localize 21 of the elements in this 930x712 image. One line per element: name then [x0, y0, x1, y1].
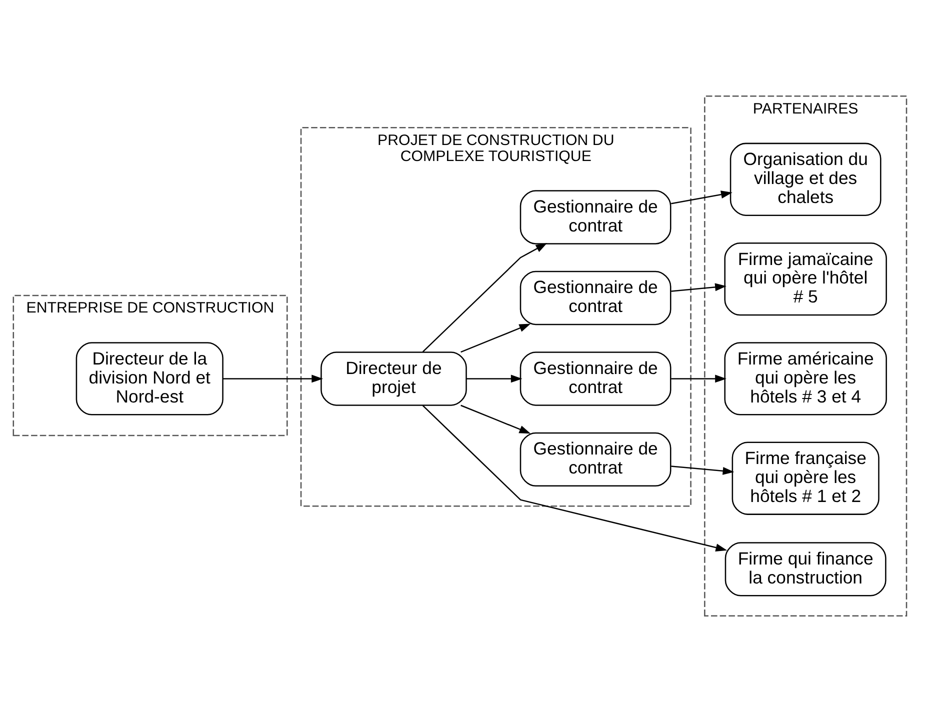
node-box: Gestionnaire de contrat [520, 432, 672, 487]
arrow [422, 243, 548, 352]
arrow [671, 374, 726, 383]
node-box: Firme française qui opère les hôtels # 1 et 2 [732, 442, 880, 515]
node-box: Gestionnaire de contrat [520, 352, 672, 406]
arrow [422, 405, 728, 552]
arrow [460, 324, 531, 353]
arrow [460, 404, 531, 434]
arrow [671, 283, 726, 292]
node-box: Directeur de projet [320, 352, 467, 406]
arrow [223, 374, 324, 383]
node-box: Gestionnaire de contrat [520, 190, 672, 244]
arrow [671, 190, 732, 204]
node-box: Organisation du village et des chalets [730, 142, 882, 216]
node-box: Firme qui finance la construction [724, 542, 886, 596]
node-box: Firme jamaïcaine qui opère l'hôtel # 5 [724, 242, 887, 316]
node-box: Gestionnaire de contrat [520, 270, 672, 326]
arrow [671, 466, 734, 475]
node-box: Firme américaine qui opère les hôtels # 3 et 4 [724, 342, 887, 416]
arrow [466, 374, 522, 383]
node-box: Directeur de la division Nord et Nord-est [76, 342, 224, 416]
